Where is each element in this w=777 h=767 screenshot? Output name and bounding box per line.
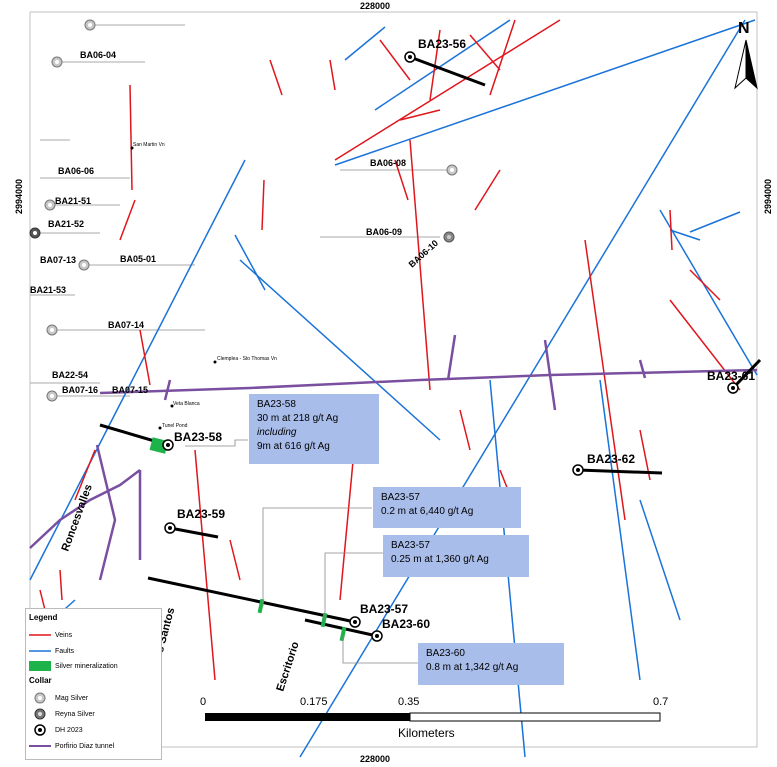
label-ba05-01: BA05-01 — [120, 254, 156, 264]
label-ba06-08: BA06-08 — [370, 158, 406, 168]
callout-ba23-58-line2: including — [257, 427, 297, 438]
scale-unit: Kilometers — [398, 726, 455, 740]
label-ba23-59: BA23-59 — [177, 507, 225, 521]
callout-ba23-57a-hole: BA23-57 — [381, 492, 420, 503]
scale-bar — [205, 712, 661, 722]
callout-ba23-58: BA23-58 30 m at 218 g/t Ag including 9m … — [249, 394, 379, 464]
label-ba21-52: BA21-52 — [48, 219, 84, 229]
label-ba23-60: BA23-60 — [382, 617, 430, 631]
map-frame — [29, 11, 758, 748]
label-ba23-57: BA23-57 — [360, 602, 408, 616]
north-arrow-icon: N — [734, 20, 758, 90]
scale-tick-0: 0 — [200, 696, 207, 708]
legend-veins-label: Veins — [55, 631, 73, 639]
porfirio-diaz-tunnel — [29, 334, 758, 581]
location-dots — [130, 146, 217, 430]
legend-dh: DH 2023 — [29, 724, 83, 736]
legend-reyna-label: Reyna Silver — [55, 710, 95, 718]
legend-silver-label: Silver mineralization — [55, 662, 118, 670]
right-y-coord: 2994000 — [763, 179, 773, 214]
new-drill-traces — [99, 55, 762, 638]
label-ba06-06: BA06-06 — [58, 166, 94, 176]
callout-leaders — [185, 439, 418, 664]
bottom-x-coord: 228000 — [360, 754, 390, 764]
label-escritorio: Escritorio — [274, 640, 301, 693]
legend-dh-label: DH 2023 — [55, 726, 83, 734]
legend-tunnel-label: Porfirio Diaz tunnel — [55, 742, 115, 750]
label-ba22-54: BA22-54 — [52, 370, 88, 380]
historic-traces — [30, 24, 452, 397]
callout-ba23-60-hole: BA23-60 — [426, 648, 465, 659]
new-collars — [162, 51, 739, 642]
label-ba06-10: BA06-10 — [407, 238, 440, 270]
callout-ba23-58-line3: 9m at 616 g/t Ag — [257, 441, 330, 452]
new-hole-labels: BA23-56 BA23-58 BA23-59 BA23-57 BA23-60 … — [174, 37, 755, 631]
label-ba06-09: BA06-09 — [366, 227, 402, 237]
label-ba23-62: BA23-62 — [587, 452, 635, 466]
label-ba07-14: BA07-14 — [108, 320, 144, 330]
left-y-coord: 2994000 — [14, 179, 24, 214]
callout-ba23-58-line1: 30 m at 218 g/t Ag — [257, 413, 339, 424]
label-ba07-16: BA07-16 — [62, 385, 98, 395]
label-ba21-53: BA21-53 — [30, 285, 66, 295]
legend: Legend Veins Faults Silver mineralizatio… — [25, 608, 162, 760]
legend-reyna: Reyna Silver — [29, 708, 95, 720]
legend-title: Legend — [29, 613, 58, 622]
label-ba23-58: BA23-58 — [174, 430, 222, 444]
callout-ba23-60: BA23-60 0.8 m at 1,342 g/t Ag — [418, 643, 564, 685]
legend-mag: Mag Silver — [29, 692, 88, 704]
callout-ba23-57a-line1: 0.2 m at 6,440 g/t Ag — [381, 506, 474, 517]
label-tunel-pond: Tunel Pond — [162, 423, 188, 429]
legend-silver: Silver mineralization — [29, 660, 118, 672]
silver-intercepts — [149, 437, 347, 642]
label-ba06-04: BA06-04 — [80, 50, 116, 60]
veins — [39, 19, 741, 681]
callout-ba23-57a: BA23-57 0.2 m at 6,440 g/t Ag — [373, 487, 521, 528]
north-label: N — [738, 20, 750, 37]
callout-ba23-57b-line1: 0.25 m at 1,360 g/t Ag — [391, 554, 489, 565]
top-x-coord: 228000 — [360, 1, 390, 11]
label-veta-blanca: Veta Blanca — [173, 401, 200, 407]
legend-mag-label: Mag Silver — [55, 694, 89, 702]
legend-faults: Faults — [29, 645, 74, 657]
callout-ba23-60-line1: 0.8 m at 1,342 g/t Ag — [426, 662, 519, 673]
historic-labels: BA06-04 BA06-06 BA21-51 BA21-52 BA07-13 … — [30, 50, 440, 395]
legend-veins: Veins — [29, 629, 72, 641]
label-ba23-61: BA23-61 — [707, 369, 755, 383]
label-clemplea: Clemplea - Sto Thomas Vn — [217, 356, 277, 362]
historic-collars — [29, 19, 458, 402]
legend-faults-label: Faults — [55, 647, 75, 655]
scale-tick-035: 0.35 — [398, 696, 420, 708]
label-ba23-56: BA23-56 — [418, 37, 466, 51]
label-ba07-13: BA07-13 — [40, 255, 76, 265]
legend-collar-title: Collar — [29, 676, 52, 685]
vein-name-labels: San Martin Vn Clemplea - Sto Thomas Vn V… — [133, 142, 277, 429]
callout-ba23-58-hole: BA23-58 — [257, 399, 296, 410]
legend-tunnel: Porfirio Diaz tunnel — [29, 740, 114, 752]
label-ba21-51: BA21-51 — [55, 196, 91, 206]
scale-tick-07: 0.7 — [653, 696, 669, 708]
label-ba07-15: BA07-15 — [112, 385, 148, 395]
scale-tick-0175: 0.175 — [300, 696, 328, 708]
label-san-martin: San Martin Vn — [133, 142, 165, 148]
callout-ba23-57b-hole: BA23-57 — [391, 540, 430, 551]
callout-ba23-57b: BA23-57 0.25 m at 1,360 g/t Ag — [383, 535, 529, 577]
